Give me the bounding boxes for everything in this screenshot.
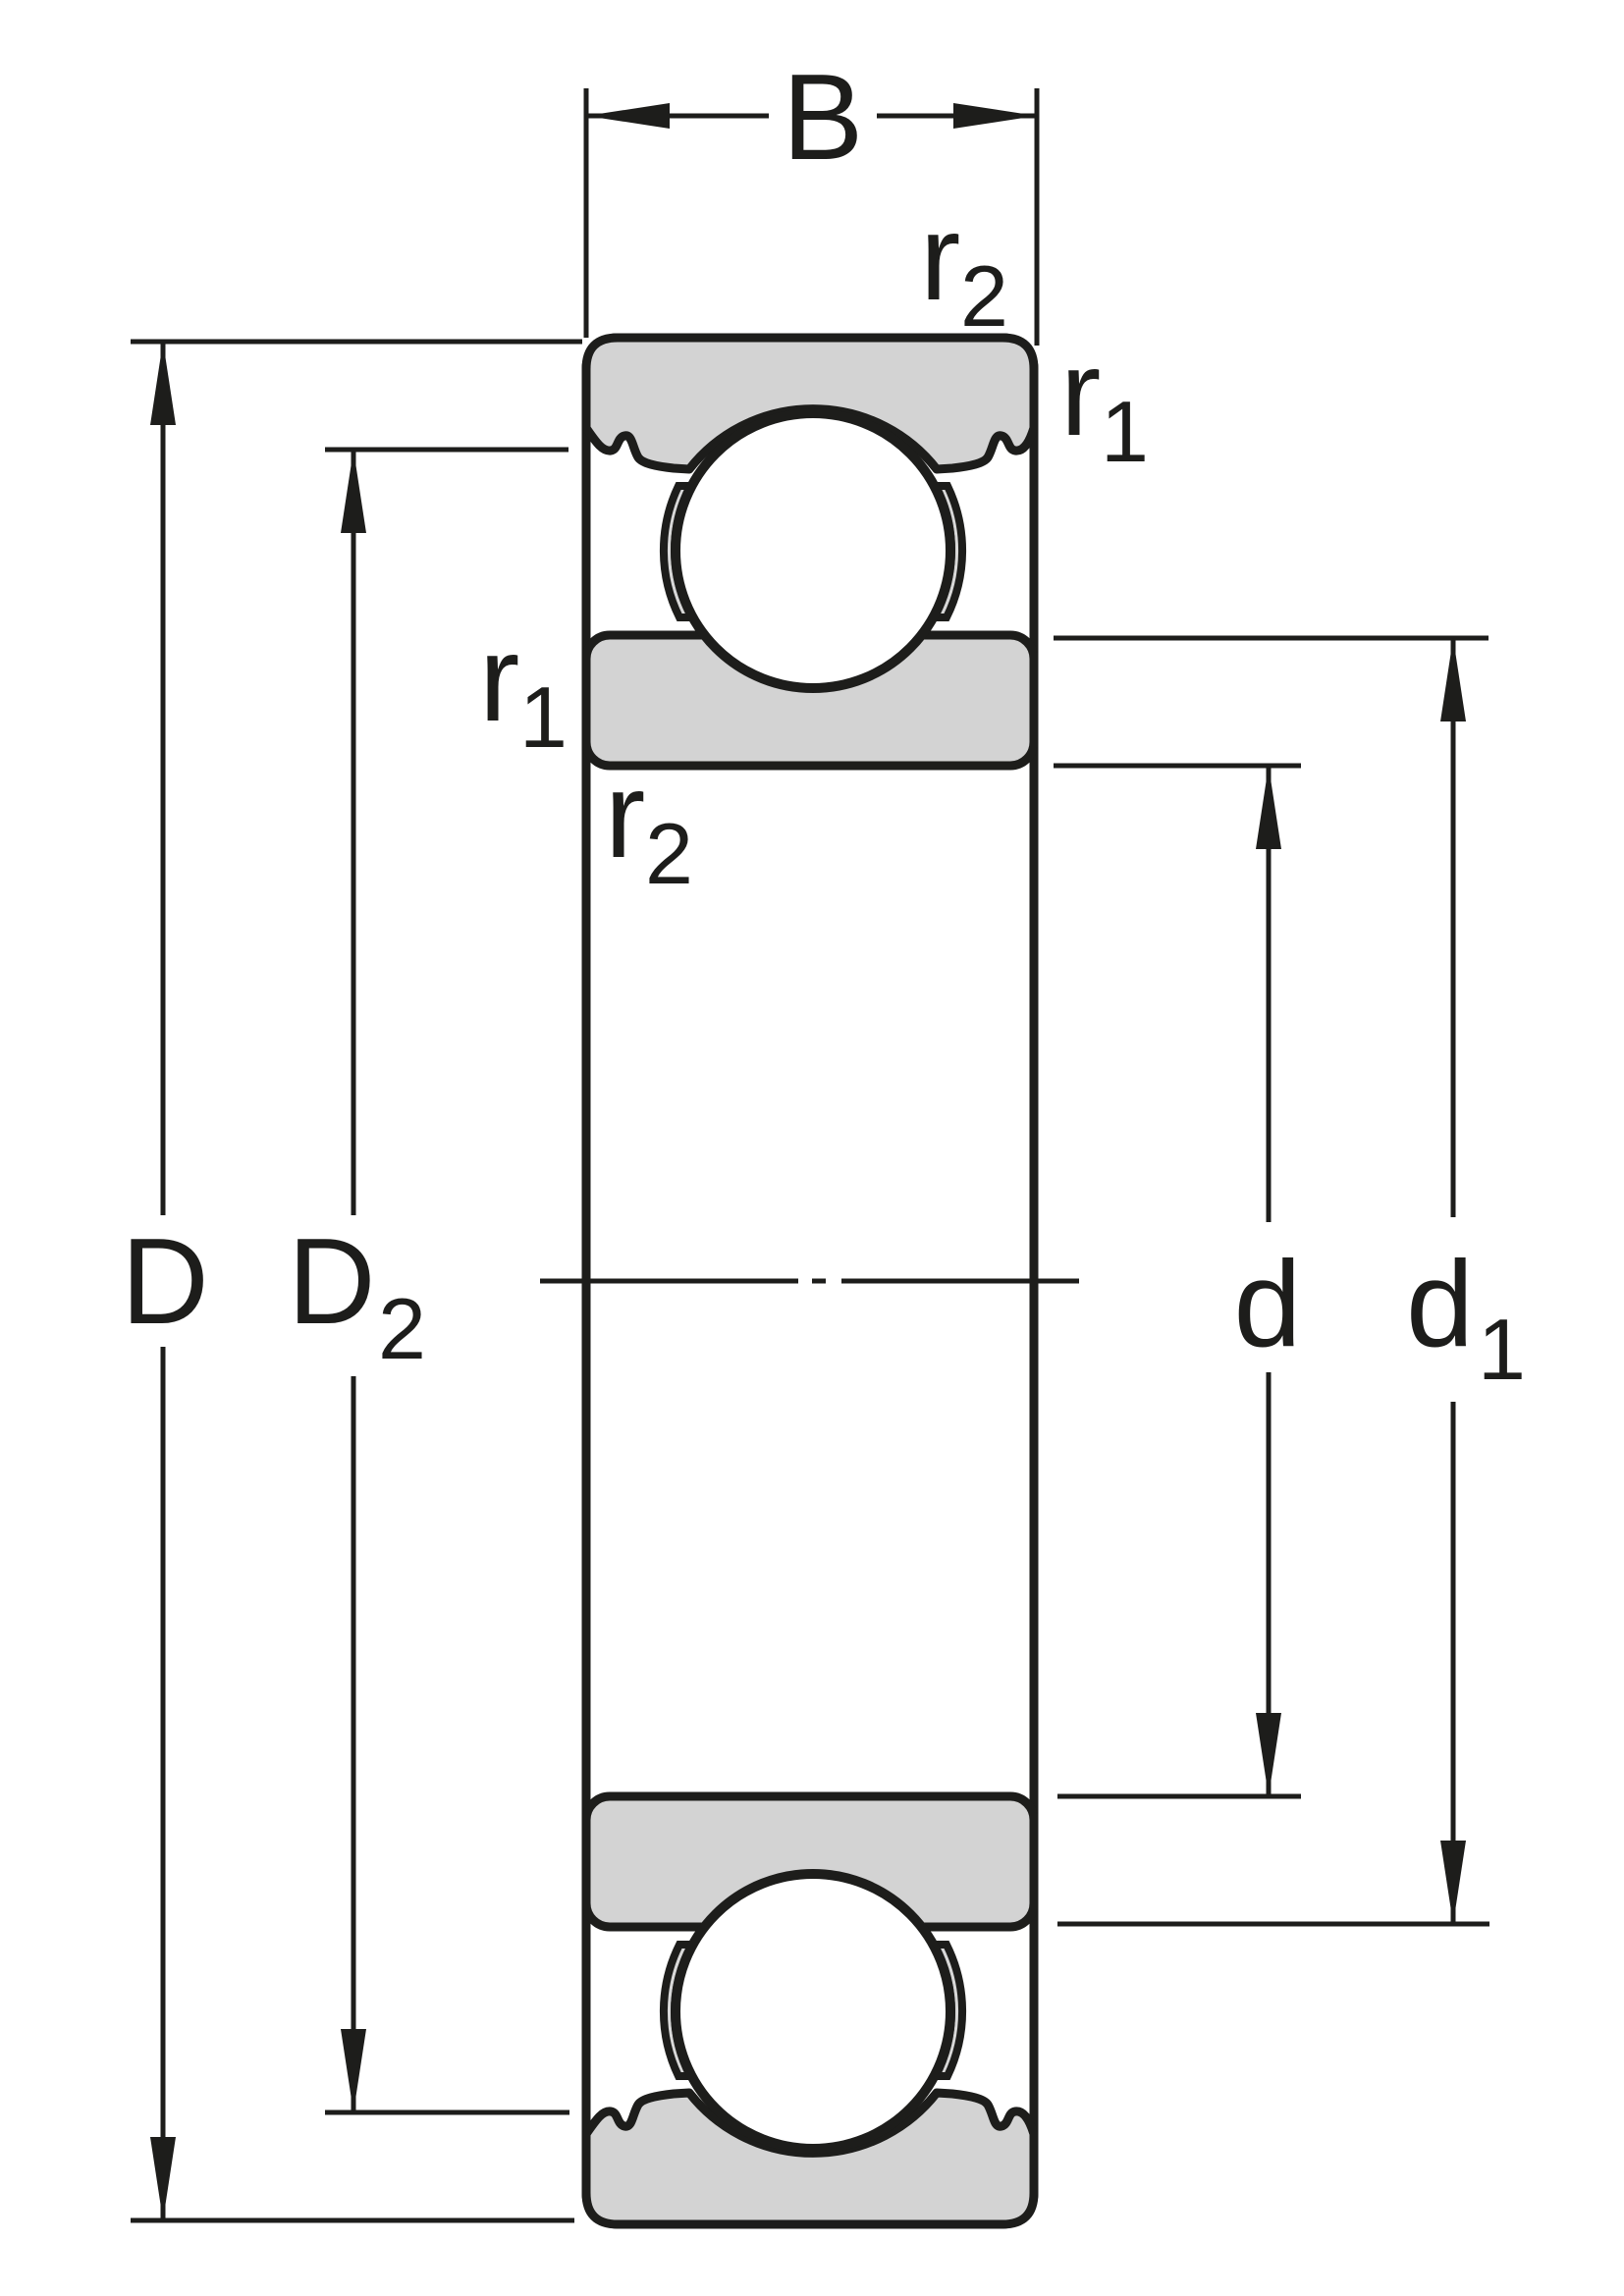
- label-r1-left-subscript: 1: [519, 668, 568, 766]
- label-r2-left-subscript: 2: [645, 805, 693, 902]
- b-arrowhead-right: [953, 103, 1037, 129]
- dimension-d: d: [1054, 763, 1302, 1799]
- d-cap-arrowhead-down: [150, 2137, 176, 2220]
- d2-arrowhead-down: [341, 2029, 366, 2112]
- label-r2-top-subscript: 2: [960, 247, 1008, 345]
- fillet-labels: r 2 r 1 r 1 r 2: [479, 190, 1149, 902]
- bearing-top-half: [581, 333, 1039, 771]
- dimension-d1: d 1: [1054, 635, 1526, 1927]
- d-bore-arrowhead-down: [1256, 1713, 1281, 1796]
- dimension-B: B: [583, 50, 1040, 346]
- d1-arrowhead-up: [1440, 638, 1466, 721]
- d-cap-arrowhead-up: [150, 342, 176, 425]
- d2-arrowhead-up: [341, 450, 366, 533]
- label-r2-left-base: r: [605, 748, 645, 883]
- d1-arrowhead-down: [1440, 1841, 1466, 1924]
- dimension-D: D: [121, 339, 582, 2223]
- label-B: B: [783, 50, 864, 186]
- label-D2-subscript: 2: [378, 1280, 426, 1377]
- label-d1-subscript: 1: [1478, 1301, 1526, 1398]
- label-r1-right-subscript: 1: [1101, 383, 1149, 480]
- dimension-D2: D 2: [288, 447, 569, 2115]
- label-D: D: [121, 1214, 209, 1350]
- b-arrowhead-left: [586, 103, 670, 129]
- label-r1-right-base: r: [1060, 326, 1101, 461]
- label-d: d: [1234, 1237, 1302, 1372]
- label-D2-base: D: [288, 1214, 376, 1350]
- label-r2-top-base: r: [920, 190, 960, 326]
- label-d1-base: d: [1406, 1237, 1474, 1372]
- ball: [671, 408, 955, 693]
- d-bore-arrowhead-up: [1256, 766, 1281, 849]
- label-r1-left-base: r: [479, 612, 519, 747]
